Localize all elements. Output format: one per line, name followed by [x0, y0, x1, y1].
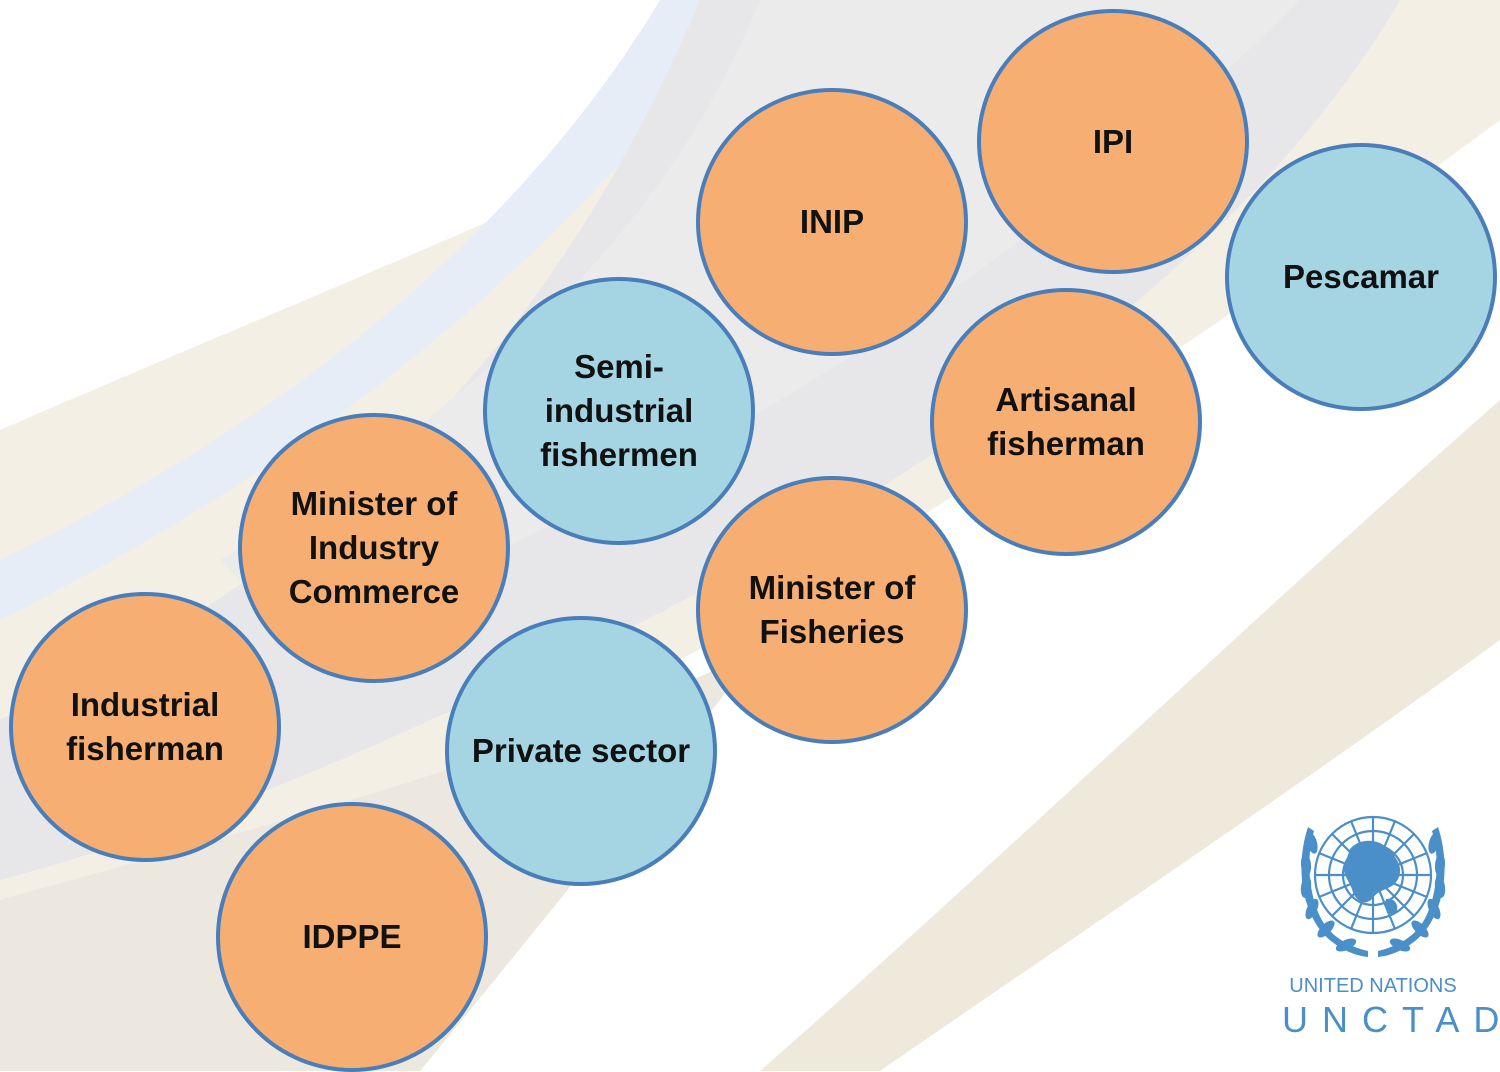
node-label: Artisanal fisherman — [987, 381, 1145, 462]
node-semi-industrial-fishermen: Semi- industrial fishermen — [483, 277, 755, 545]
un-emblem-icon — [1300, 815, 1446, 957]
node-label: Minister of Fisheries — [748, 569, 916, 650]
un-logo: UNITED NATIONS UNCTAD — [1268, 787, 1500, 1047]
node-minister-of-industry-commerce: Minister of Industry Commerce — [238, 413, 510, 683]
node-label: IDPPE — [302, 918, 402, 955]
node-artisanal-fisherman: Artisanal fisherman — [930, 288, 1202, 556]
node-industrial-fisherman: Industrial fisherman — [9, 592, 281, 862]
node-minister-of-fisheries: Minister of Fisheries — [696, 476, 968, 744]
node-label: Industrial fisherman — [66, 686, 224, 767]
node-label: Pescamar — [1283, 258, 1439, 295]
logo-text-unctad: UNCTAD — [1282, 999, 1500, 1040]
node-label: IPI — [1092, 122, 1134, 160]
node-label: Semi- industrial fishermen — [540, 348, 698, 473]
logo-text-united-nations: UNITED NATIONS — [1289, 975, 1457, 997]
node-pescamar: Pescamar — [1225, 143, 1497, 411]
node-label: Minister of Industry Commerce — [288, 485, 460, 610]
node-idppe: IDPPE — [216, 802, 488, 1072]
node-label: INIP — [799, 203, 865, 240]
node-private-sector: Private sector — [445, 616, 717, 886]
node-inip: INIP — [696, 88, 968, 356]
node-ipi: IPI — [977, 9, 1249, 274]
node-label: Private sector — [471, 732, 691, 769]
